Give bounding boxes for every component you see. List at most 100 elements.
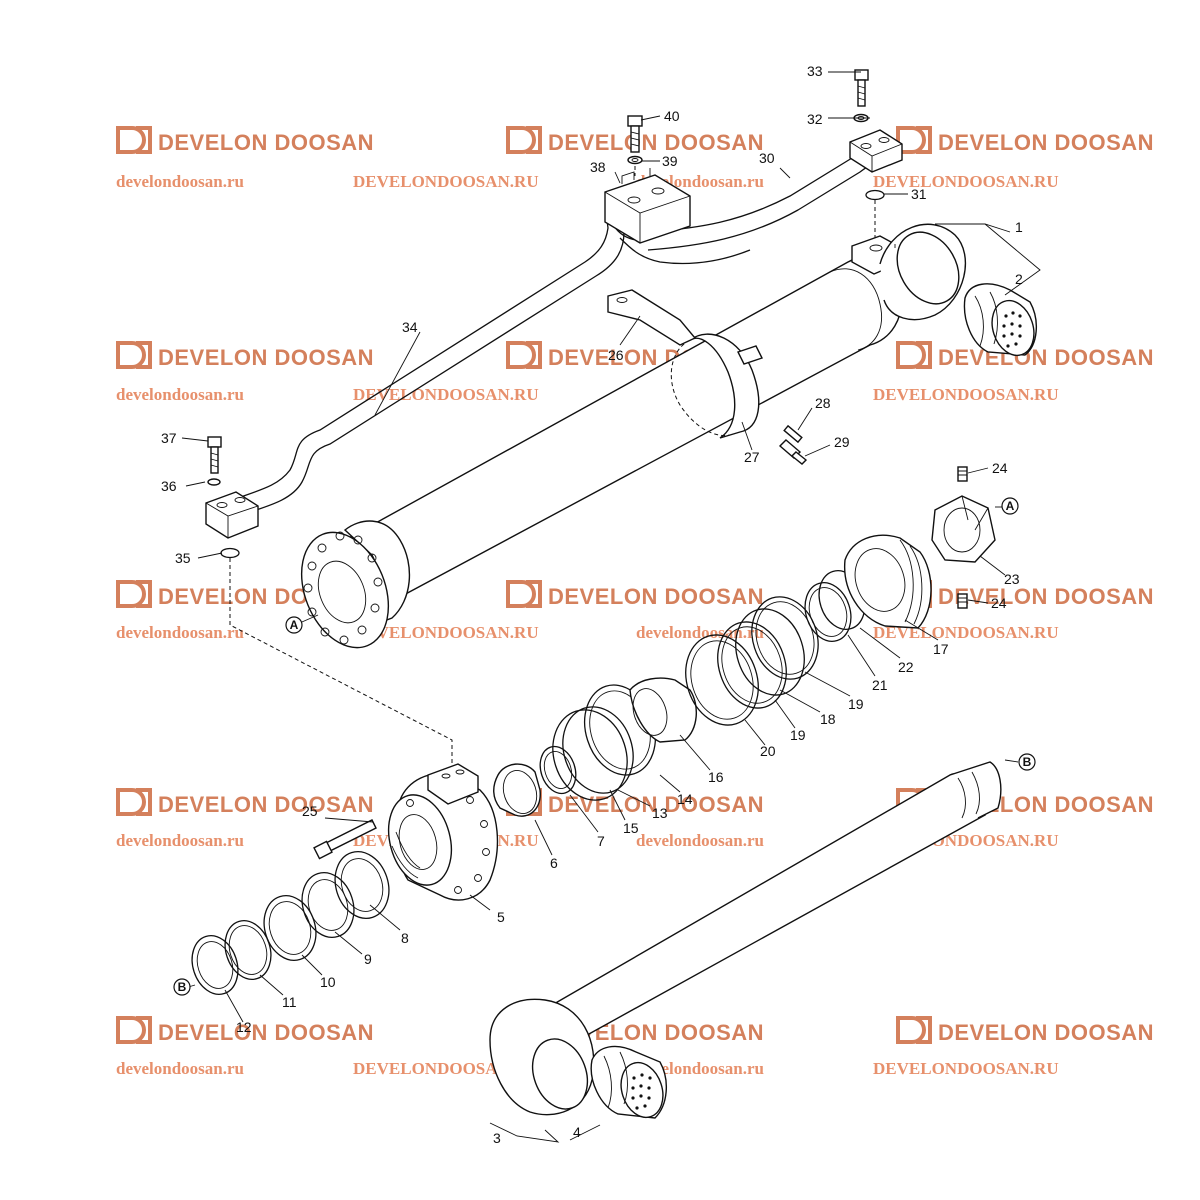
callout-18: 18 bbox=[820, 711, 836, 727]
callout-14: 14 bbox=[677, 791, 693, 807]
callout-26: 26 bbox=[608, 347, 624, 363]
watermark-site: DEVELONDOOSAN.RU bbox=[353, 1059, 539, 1078]
seal-20 bbox=[685, 634, 759, 726]
callout-28: 28 bbox=[815, 395, 831, 411]
svg-text:A: A bbox=[1006, 499, 1015, 513]
callout-10: 10 bbox=[320, 974, 336, 990]
seal-8 bbox=[334, 851, 390, 919]
callout-1: 1 bbox=[1015, 219, 1023, 235]
watermark-brand: DEVELON DOOSAN bbox=[938, 130, 1154, 155]
bolt-33 bbox=[854, 69, 869, 107]
bracket-26 bbox=[607, 289, 697, 346]
bolt-29 bbox=[778, 439, 808, 465]
reference-mark-a-bottom: A bbox=[285, 616, 303, 634]
svg-text:A: A bbox=[290, 618, 299, 632]
ring-6 bbox=[493, 763, 541, 817]
bolt-40 bbox=[627, 115, 643, 153]
watermark-site: develondoosan.ru bbox=[116, 385, 244, 404]
bolt-37 bbox=[207, 436, 222, 474]
callout-25: 25 bbox=[302, 803, 318, 819]
svg-text:B: B bbox=[1023, 755, 1032, 769]
watermark-site: develondoosan.ru bbox=[636, 623, 764, 642]
callout-36: 36 bbox=[161, 478, 177, 494]
watermark-brand: DEVELON DOOSAN bbox=[938, 584, 1154, 609]
callout-39: 39 bbox=[662, 153, 678, 169]
callout-27: 27 bbox=[744, 449, 760, 465]
watermark-site: DEVELONDOOSAN.RU bbox=[353, 172, 539, 191]
callout-6: 6 bbox=[550, 855, 558, 871]
watermark-site: DEVELONDOOSAN.RU bbox=[873, 1059, 1059, 1078]
o-ring-31 bbox=[865, 189, 885, 201]
axis-line bbox=[229, 558, 453, 772]
washer-36 bbox=[207, 478, 221, 486]
ring-7 bbox=[539, 745, 577, 795]
flange-block-right bbox=[849, 129, 903, 173]
callout-40: 40 bbox=[664, 108, 680, 124]
piston-17 bbox=[844, 534, 932, 629]
watermark-site: develondoosan.ru bbox=[116, 172, 244, 191]
watermark-brand: DEVELON DOOSAN bbox=[548, 584, 764, 609]
callout-34: 34 bbox=[402, 319, 418, 335]
piston-16 bbox=[629, 677, 697, 743]
watermark-site: develondoosan.ru bbox=[636, 831, 764, 850]
flange-block-left bbox=[205, 491, 259, 539]
callout-17: 17 bbox=[933, 641, 949, 657]
callout-11: 11 bbox=[282, 994, 297, 1010]
callout-numbers: 1 2 3 4 5 6 7 8 9 10 11 12 13 14 15 16 1… bbox=[161, 63, 1023, 1146]
svg-text:B: B bbox=[178, 980, 187, 994]
seal-12 bbox=[191, 935, 239, 995]
callout-30: 30 bbox=[759, 150, 775, 166]
callout-29: 29 bbox=[834, 434, 850, 450]
reference-mark-b-bottom: B bbox=[173, 978, 191, 996]
callout-31: 31 bbox=[911, 186, 927, 202]
callout-32: 32 bbox=[807, 111, 823, 127]
watermark-site: DEVELONDOOSAN.RU bbox=[873, 385, 1059, 404]
ring-19-a bbox=[717, 621, 787, 709]
reference-mark-a-top: A bbox=[1001, 497, 1019, 515]
callout-23: 23 bbox=[1004, 571, 1020, 587]
bolt-25 bbox=[313, 819, 377, 860]
setscrew-24-top bbox=[957, 466, 968, 482]
callout-3: 3 bbox=[493, 1130, 501, 1146]
watermark-brand: DEVELON DOOSAN bbox=[938, 1020, 1154, 1045]
callout-13: 13 bbox=[652, 805, 668, 821]
callout-5: 5 bbox=[497, 909, 505, 925]
callout-8: 8 bbox=[401, 930, 409, 946]
callout-4: 4 bbox=[573, 1124, 581, 1140]
callout-35: 35 bbox=[175, 550, 191, 566]
o-ring-35 bbox=[220, 547, 240, 559]
callout-2: 2 bbox=[1015, 271, 1023, 287]
watermark-site: DEVELONDOOSAN.RU bbox=[873, 623, 1059, 642]
callout-38: 38 bbox=[590, 159, 606, 175]
bushing-grooves bbox=[1002, 311, 1022, 348]
bushing-2 bbox=[963, 283, 1037, 357]
callout-7: 7 bbox=[597, 833, 605, 849]
callout-37: 37 bbox=[161, 430, 177, 446]
callout-16: 16 bbox=[708, 769, 724, 785]
o-ring-13 bbox=[562, 706, 634, 794]
shim-28 bbox=[783, 424, 803, 444]
callout-21: 21 bbox=[872, 677, 888, 693]
clamp-38 bbox=[604, 168, 691, 244]
flange-bolt-holes bbox=[303, 531, 383, 645]
ring-18 bbox=[735, 608, 805, 696]
watermark-site: develondoosan.ru bbox=[116, 1059, 244, 1078]
pipe-34 bbox=[231, 211, 625, 515]
watermark-site: DEVELONDOOSAN.RU bbox=[873, 172, 1059, 191]
bushing-4 bbox=[590, 1045, 668, 1119]
watermark-brand: DEVELON DOOSAN bbox=[158, 345, 374, 370]
watermark-brand: DEVELON DOOSAN bbox=[158, 130, 374, 155]
callout-15: 15 bbox=[623, 820, 639, 836]
callout-19-a: 19 bbox=[790, 727, 806, 743]
watermark-site: DEVELONDOOSAN.RU bbox=[353, 385, 539, 404]
nut-23 bbox=[931, 495, 996, 563]
callout-12: 12 bbox=[236, 1019, 252, 1035]
setscrew-24-bottom bbox=[957, 593, 968, 609]
watermark-brand: DEVELON DOOSAN bbox=[938, 345, 1154, 370]
watermark-site: develondoosan.ru bbox=[116, 831, 244, 850]
callout-20: 20 bbox=[760, 743, 776, 759]
watermark-brand: DEVELON DOOSAN bbox=[548, 130, 764, 155]
reference-mark-b-top: B bbox=[1018, 753, 1036, 771]
callout-22: 22 bbox=[898, 659, 914, 675]
